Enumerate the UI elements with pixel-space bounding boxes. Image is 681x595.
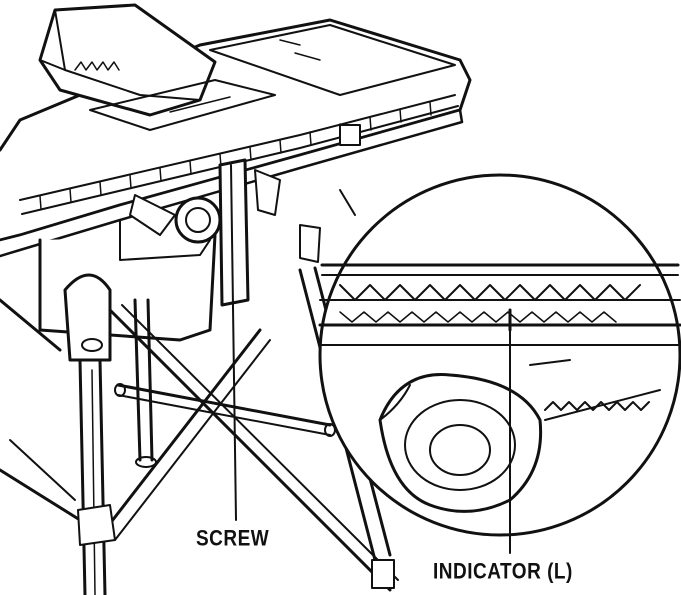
screw-leader-line [230,164,237,521]
callout-leaders [230,164,511,554]
magnified-inset [318,173,681,537]
screw-label: SCREW [196,527,270,552]
stand-legs [0,266,399,595]
blade-guard [38,3,276,131]
indicator-label: INDICATOR (L) [433,560,573,585]
